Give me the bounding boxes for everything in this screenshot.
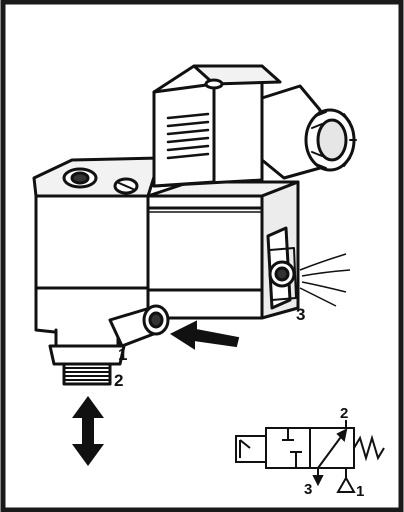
symbol-label-exhaust: 3 — [304, 481, 312, 498]
symbol-label-inlet: 1 — [356, 483, 364, 500]
valve-schematic-symbol — [235, 420, 385, 493]
port-label-inlet: 1 — [118, 345, 127, 364]
port-label-exhaust: 3 — [296, 305, 305, 324]
solenoid-valve-illustration — [32, 64, 357, 386]
symbol-label-outlet: 2 — [340, 405, 348, 422]
exhaust-spray-icon — [299, 253, 351, 307]
flow-arrow-icon — [169, 320, 240, 350]
port-label-outlet: 2 — [114, 371, 123, 390]
double-arrow-icon — [72, 396, 104, 466]
